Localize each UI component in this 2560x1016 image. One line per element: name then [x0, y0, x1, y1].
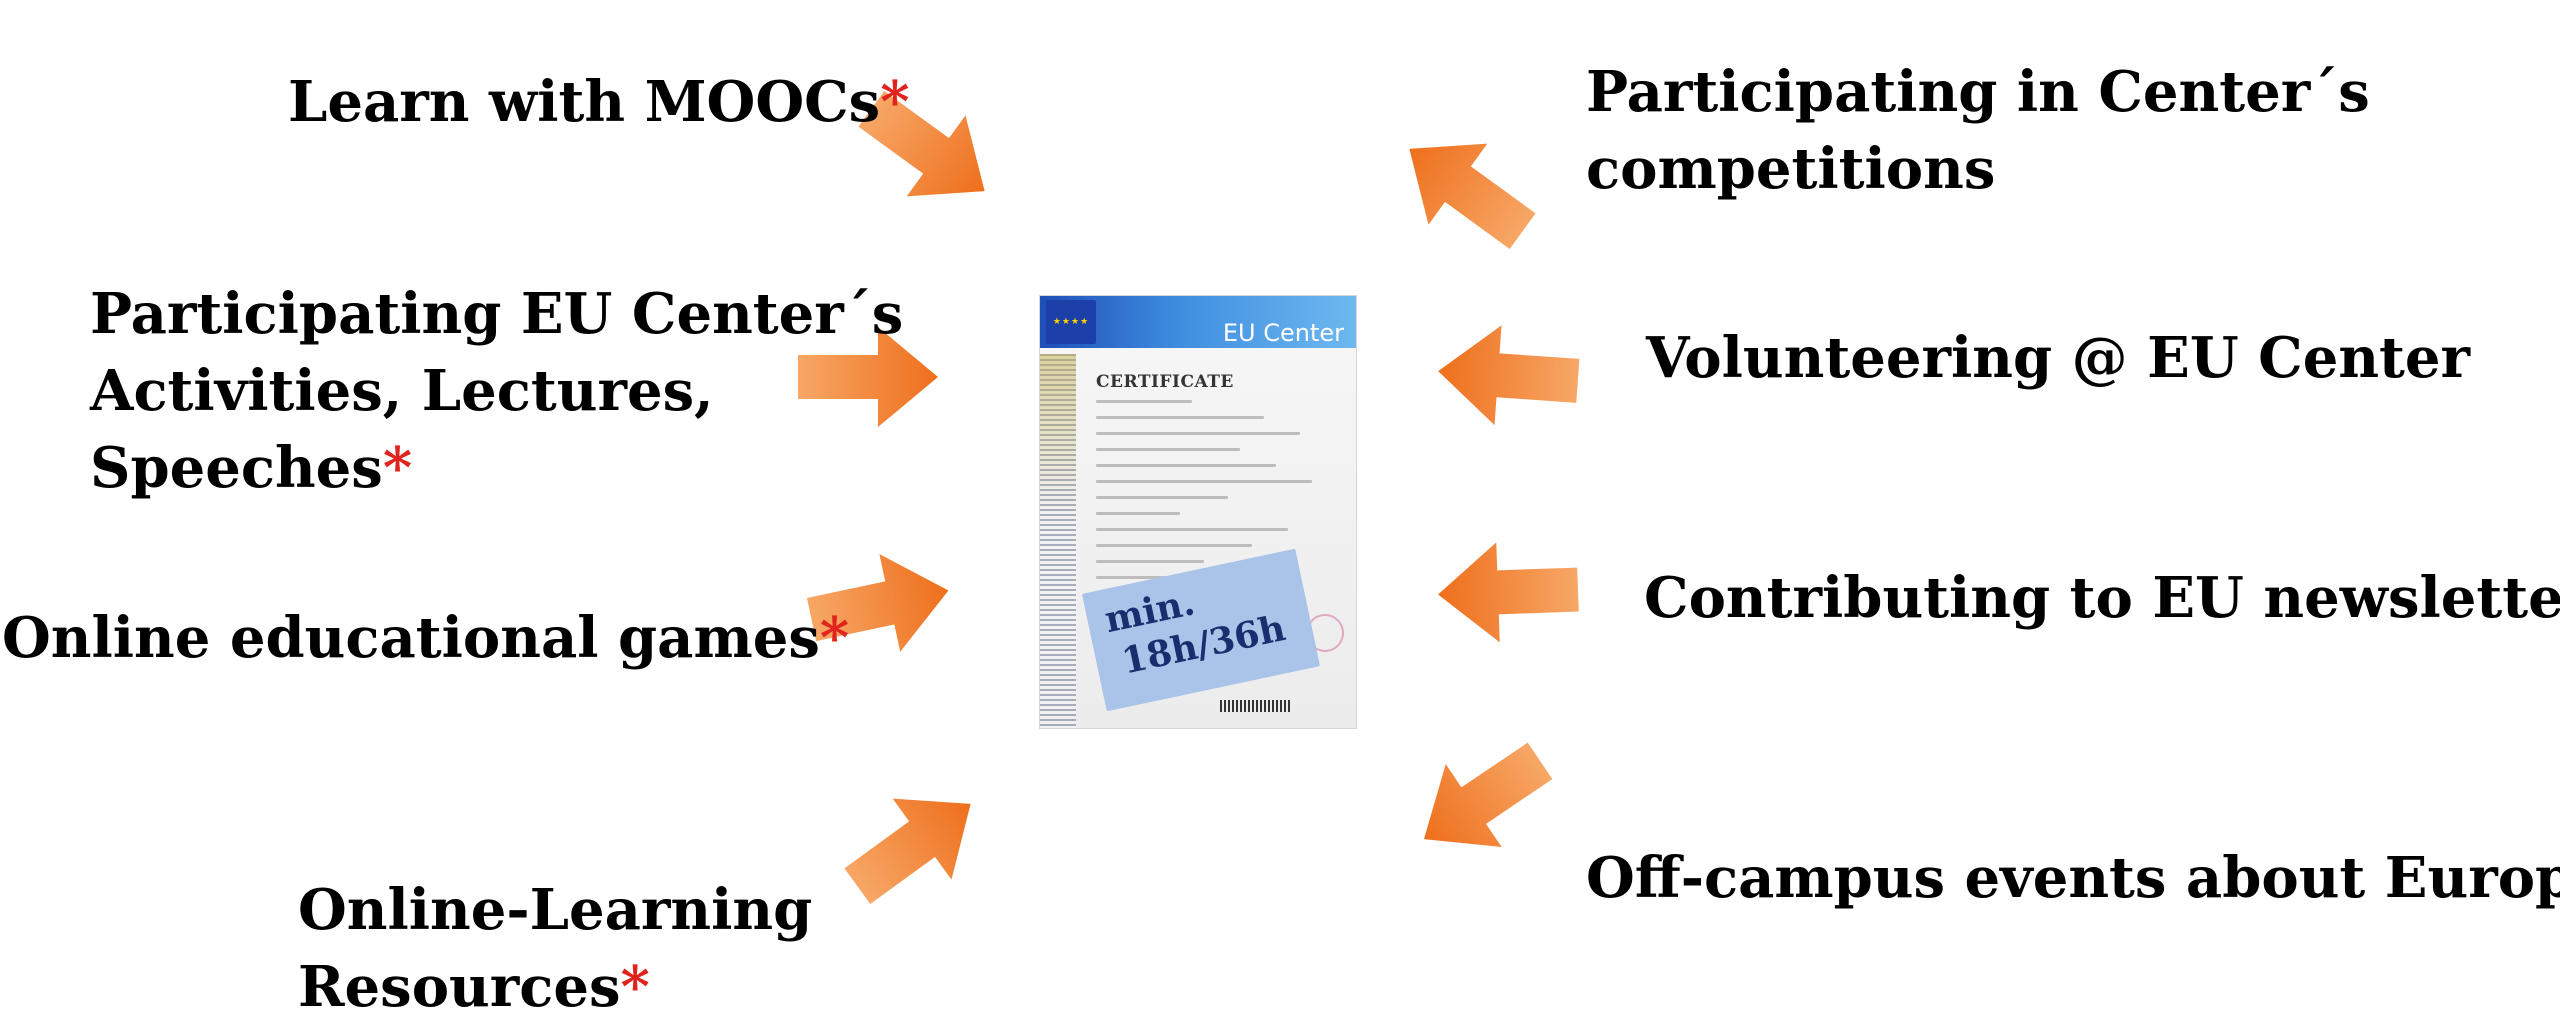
- arrow-icon-newsletter: [1436, 539, 1580, 645]
- arrow-icon-volunteering: [1434, 321, 1582, 431]
- certificate-barcode: [1220, 700, 1292, 712]
- label-activities-line2: Activities, Lectures,: [90, 358, 714, 424]
- asterisk-mark: *: [620, 954, 650, 1016]
- eu-flag-icon: ★★★★: [1046, 300, 1096, 344]
- label-games-text: Online educational games: [2, 605, 820, 671]
- label-newsletter-text: Contributing to EU newsletter: [1644, 565, 2560, 631]
- label-activities-line1: Participating EU Center´s: [90, 281, 904, 347]
- label-newsletter: Contributing to EU newsletter: [1644, 560, 2560, 637]
- certificate-title: CERTIFICATE: [1096, 372, 1234, 392]
- certificate-org: EU Center: [1222, 319, 1344, 347]
- label-games: Online educational games*: [2, 600, 849, 677]
- label-resources-line2: Resources: [298, 954, 621, 1016]
- arrow-icon-competitions: [1379, 108, 1553, 272]
- certificate-side-pattern: [1040, 354, 1076, 728]
- arrow-icon-resources: [827, 763, 1001, 927]
- label-resources-line1: Online-Learning: [298, 877, 813, 943]
- label-activities-line3: Speeches: [90, 435, 383, 501]
- label-offcampus-text: Off-campus events about Europe: [1586, 845, 2560, 911]
- label-moocs-text: Learn with MOOCs: [288, 69, 881, 135]
- certificate-image: ★★★★ EU Center CERTIFICATE: [1040, 296, 1356, 728]
- arrow-icon-offcampus: [1396, 719, 1568, 881]
- label-competitions: Participating in Center´s competitions: [1586, 54, 2370, 208]
- asterisk-mark: *: [819, 605, 850, 671]
- certificate-banner: ★★★★ EU Center: [1040, 296, 1356, 348]
- label-competitions-line1: Participating in Center´s: [1586, 59, 2370, 125]
- label-moocs: Learn with MOOCs*: [288, 64, 910, 141]
- label-resources: Online-Learning Resources*: [298, 872, 812, 1016]
- label-volunteering: Volunteering @ EU Center: [1646, 320, 2470, 397]
- asterisk-mark: *: [880, 69, 910, 135]
- label-activities: Participating EU Center´s Activities, Le…: [90, 276, 903, 507]
- label-competitions-line2: competitions: [1586, 136, 1996, 202]
- label-volunteering-text: Volunteering @ EU Center: [1646, 325, 2471, 391]
- label-offcampus: Off-campus events about Europe: [1586, 840, 2560, 917]
- asterisk-mark: *: [382, 435, 413, 501]
